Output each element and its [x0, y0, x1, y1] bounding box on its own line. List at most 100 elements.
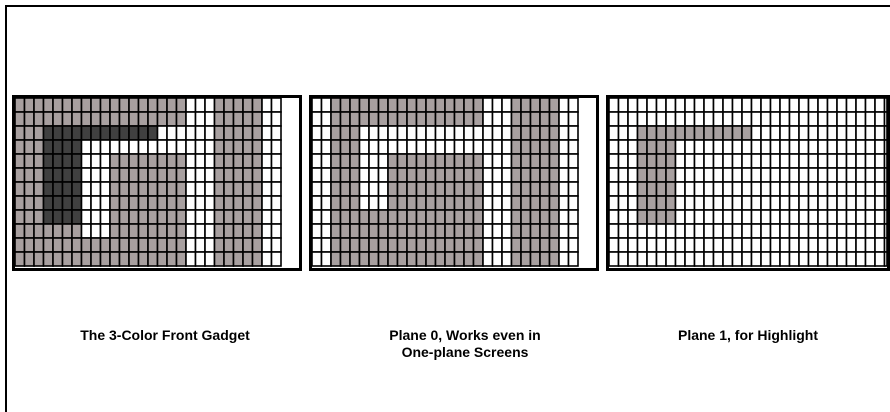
plane-0-pixel [398, 154, 408, 168]
plane-1-pixel [695, 98, 705, 112]
three-color-front-gadget-pixel [53, 154, 63, 168]
plane-0-pixel [474, 224, 484, 238]
three-color-front-gadget-pixel [44, 224, 54, 238]
plane-0-pixel [379, 168, 389, 182]
plane-1-caption-text: Plane 1, for Highlight [678, 327, 818, 343]
plane-1-pixel [714, 168, 724, 182]
plane-0-pixel [360, 168, 370, 182]
plane-0-pixel [360, 224, 370, 238]
front-gadget-caption-text: The 3-Color Front Gadget [80, 327, 250, 343]
plane-1-pixel [866, 126, 876, 140]
three-color-front-gadget-pixel [167, 182, 177, 196]
plane-1-pixel [714, 140, 724, 154]
plane-0-pixel [398, 140, 408, 154]
plane-0-pixel [483, 98, 493, 112]
plane-0-pixel [436, 154, 446, 168]
plane-1-pixel [647, 224, 657, 238]
plane-1-pixel [638, 210, 648, 224]
three-color-front-gadget-pixel [91, 126, 101, 140]
plane-1-pixel [742, 224, 752, 238]
three-color-front-gadget-pixel [262, 112, 272, 126]
plane-1-pixel [638, 252, 648, 266]
plane-1-pixel [609, 182, 619, 196]
plane-0-pixel [379, 238, 389, 252]
plane-0-pixel [445, 140, 455, 154]
three-color-front-gadget-pixel [82, 238, 92, 252]
plane-0-pixel [407, 126, 417, 140]
plane-1-pixel [780, 112, 790, 126]
plane-1-pixel [771, 126, 781, 140]
plane-0-pixel [322, 98, 332, 112]
three-color-front-gadget-pixel [139, 112, 149, 126]
plane-1-pixel [752, 168, 762, 182]
plane-1-pixel [733, 154, 743, 168]
plane-1-pixel [609, 140, 619, 154]
plane-0-pixel [341, 112, 351, 126]
plane-1-pixel [809, 126, 819, 140]
plane-0-pixel [455, 238, 465, 252]
three-color-front-gadget-pixel [148, 196, 158, 210]
plane-0-pixel [312, 238, 322, 252]
three-color-front-gadget-pixel [253, 140, 263, 154]
plane-1-pixel [790, 126, 800, 140]
plane-1-pixel [799, 154, 809, 168]
plane-1-pixel [809, 238, 819, 252]
plane-0-pixel [550, 224, 560, 238]
plane-1-pixel [885, 182, 888, 196]
plane-1-pixel [647, 154, 657, 168]
plane-0-pixel [369, 140, 379, 154]
plane-0-pixel [483, 182, 493, 196]
plane-1-pixel [733, 196, 743, 210]
plane-0-pixel [445, 98, 455, 112]
three-color-front-gadget-pixel [234, 168, 244, 182]
plane-0-pixel [521, 154, 531, 168]
plane-1-pixel [638, 98, 648, 112]
three-color-front-gadget-pixel [72, 126, 82, 140]
plane-0-pixel [540, 126, 550, 140]
three-color-front-gadget-pixel [262, 196, 272, 210]
plane-1-pixel [752, 252, 762, 266]
three-color-front-gadget-pixel [177, 154, 187, 168]
plane-0-pixel [407, 140, 417, 154]
three-color-front-gadget-pixel [177, 224, 187, 238]
three-color-front-gadget-pixel [129, 196, 139, 210]
plane-1-pixel [771, 252, 781, 266]
plane-1-pixel [666, 98, 676, 112]
plane-0-pixel [331, 140, 341, 154]
three-color-front-gadget-pixel [129, 224, 139, 238]
plane-0-pixel [502, 126, 512, 140]
plane-1-pixel [695, 168, 705, 182]
plane-1-pixel [875, 252, 885, 266]
plane-0-pixel [550, 140, 560, 154]
plane-0-pixel [569, 98, 579, 112]
three-color-front-gadget-pixel [215, 196, 225, 210]
three-color-front-gadget-pixel [196, 196, 206, 210]
plane-1-pixel [657, 126, 667, 140]
plane-1-pixel [723, 224, 733, 238]
plane-1-pixel [685, 210, 695, 224]
plane-1-pixel [875, 182, 885, 196]
plane-1-pixel [638, 224, 648, 238]
plane-1-pixel [676, 168, 686, 182]
plane-1-pixel [742, 238, 752, 252]
plane-1-pixel [619, 112, 629, 126]
plane-1-pixel [723, 154, 733, 168]
plane-1-pixel [780, 154, 790, 168]
plane-0-pixel [322, 112, 332, 126]
plane-1-pixel [695, 210, 705, 224]
three-color-front-gadget-pixel [15, 238, 25, 252]
three-color-front-gadget-pixel [148, 210, 158, 224]
plane-0-pixel [407, 154, 417, 168]
three-color-front-gadget-pixel [25, 224, 35, 238]
plane-1-pixel [742, 210, 752, 224]
plane-0-pixel [502, 238, 512, 252]
plane-1-pixel [752, 154, 762, 168]
three-color-front-gadget-pixel [215, 210, 225, 224]
three-color-front-gadget-pixel [167, 168, 177, 182]
plane-1-pixel [818, 98, 828, 112]
plane-1-pixel [885, 126, 888, 140]
plane-0-pixel [417, 210, 427, 224]
plane-0-pixel [493, 210, 503, 224]
plane-1-pixel [714, 238, 724, 252]
three-color-front-gadget-pixel [120, 210, 130, 224]
